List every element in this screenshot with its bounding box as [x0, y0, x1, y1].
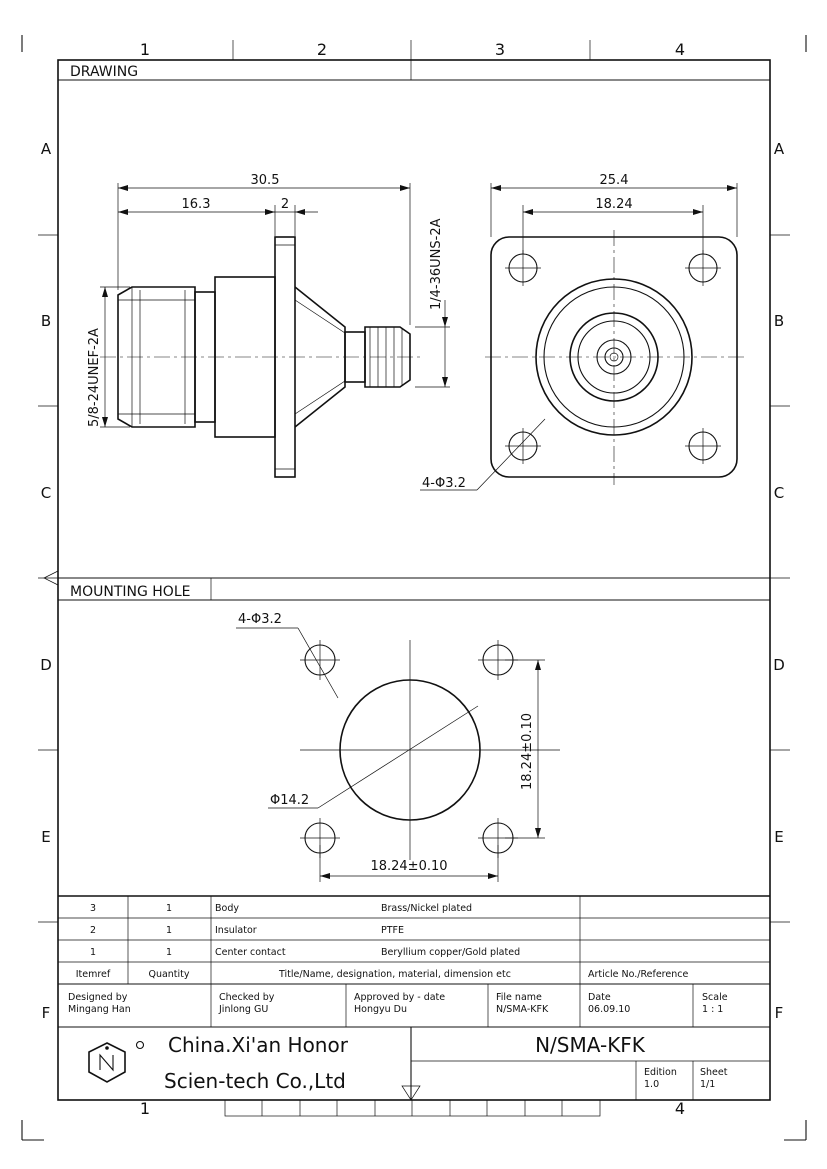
company-logo-icon: [88, 1040, 145, 1083]
column-zone-ticks: [232, 40, 591, 60]
connector-side-view: [100, 236, 420, 478]
row-label-d-left: D: [40, 656, 52, 674]
column-label-4: 4: [675, 40, 685, 59]
front-hole-callout: 4-Φ3.2: [422, 476, 466, 491]
row-zone-ticks: [38, 234, 790, 923]
row-label-c-right: C: [774, 484, 784, 502]
row-label-f-left: F: [42, 1004, 51, 1022]
bottom-column-label-1: 1: [140, 1099, 150, 1118]
checked-by-value: Jinlong GU: [218, 1004, 268, 1015]
drawing-border: [57, 59, 771, 1101]
bom-row-3-name: Body: [215, 903, 239, 914]
title-block: [58, 984, 770, 1101]
connector-front-view: [420, 230, 745, 491]
bom-row-1-item: 1: [90, 947, 96, 958]
bottom-column-label-4: 4: [675, 1099, 685, 1118]
centering-arrow-icon: [43, 570, 59, 586]
designed-by-label: Designed by: [68, 992, 128, 1003]
bom-row-2-name: Insulator: [215, 925, 257, 936]
bom-row-3-item: 3: [90, 903, 96, 914]
dim-hole-spacing: 18.24: [595, 197, 632, 212]
row-label-d-right: D: [773, 656, 785, 674]
bom-header-item: Itemref: [76, 969, 111, 980]
checked-by-label: Checked by: [219, 992, 275, 1003]
drawing-section-label: DRAWING: [70, 64, 138, 80]
file-name-label: File name: [496, 992, 542, 1003]
column-label-1: 1: [140, 40, 150, 59]
side-view-dimensions: [100, 183, 450, 428]
bottom-reference-scale: [224, 1099, 601, 1117]
date-label: Date: [588, 992, 611, 1003]
bom-header-qty: Quantity: [148, 969, 189, 980]
bom-row-1-qty: 1: [166, 947, 172, 958]
mount-dim-vertical: 18.24±0.10: [520, 713, 535, 790]
bom-table: [58, 895, 770, 985]
approved-by-value: Hongyu Du: [354, 1004, 407, 1015]
dim-flange-width: 25.4: [600, 173, 629, 188]
scale-value: 1 : 1: [702, 1004, 723, 1015]
bom-header-article: Article No./Reference: [588, 969, 688, 980]
dim-to-flange: 16.3: [182, 197, 211, 212]
thread-left-callout: 5/8-24UNEF-2A: [87, 328, 102, 427]
row-label-b-right: B: [774, 312, 784, 330]
thread-right-callout: 1/4-36UNS-2A: [429, 218, 444, 310]
company-name-line1: China.Xi'an Honor: [168, 1033, 349, 1057]
bom-row-1-material: Beryllium copper/Gold plated: [381, 947, 520, 958]
row-label-a-right: A: [774, 140, 785, 158]
row-label-f-right: F: [775, 1004, 784, 1022]
mounting-section-label: MOUNTING HOLE: [70, 584, 190, 600]
column-label-2: 2: [317, 40, 327, 59]
row-label-c-left: C: [41, 484, 51, 502]
designed-by-value: Mingang Han: [68, 1004, 131, 1015]
date-value: 06.09.10: [588, 1004, 630, 1015]
mounting-hole-pattern: [236, 627, 560, 882]
row-label-b-left: B: [41, 312, 51, 330]
mount-center-diameter: Φ14.2: [270, 793, 309, 808]
mount-hole-callout: 4-Φ3.2: [238, 612, 282, 627]
row-label-e-right: E: [774, 828, 783, 846]
scale-label: Scale: [702, 992, 728, 1003]
part-number: N/SMA-KFK: [535, 1033, 646, 1057]
bom-row-2-qty: 1: [166, 925, 172, 936]
bom-row-2-material: PTFE: [381, 925, 404, 936]
bom-header-title: Title/Name, designation, material, dimen…: [278, 969, 511, 980]
edition-value: 1.0: [644, 1079, 659, 1090]
edition-label: Edition: [644, 1067, 677, 1078]
sheet-label: Sheet: [700, 1067, 728, 1078]
trim-marks: [21, 35, 807, 1141]
mount-dim-horizontal: 18.24±0.10: [370, 859, 447, 874]
approved-by-label: Approved by - date: [354, 992, 445, 1003]
row-label-e-left: E: [41, 828, 50, 846]
column-label-3: 3: [495, 40, 505, 59]
bom-row-3-qty: 1: [166, 903, 172, 914]
sheet-value: 1/1: [700, 1079, 715, 1090]
row-label-a-left: A: [41, 140, 52, 158]
company-name-line2: Scien-tech Co.,Ltd: [164, 1069, 346, 1093]
bom-row-3-material: Brass/Nickel plated: [381, 903, 472, 914]
front-view-dimensions: [490, 183, 738, 254]
dim-overall-length: 30.5: [251, 173, 280, 188]
bom-row-1-name: Center contact: [215, 947, 286, 958]
bom-row-2-item: 2: [90, 925, 96, 936]
file-name-value: N/SMA-KFK: [496, 1004, 549, 1015]
dim-flange-thickness: 2: [281, 197, 289, 212]
